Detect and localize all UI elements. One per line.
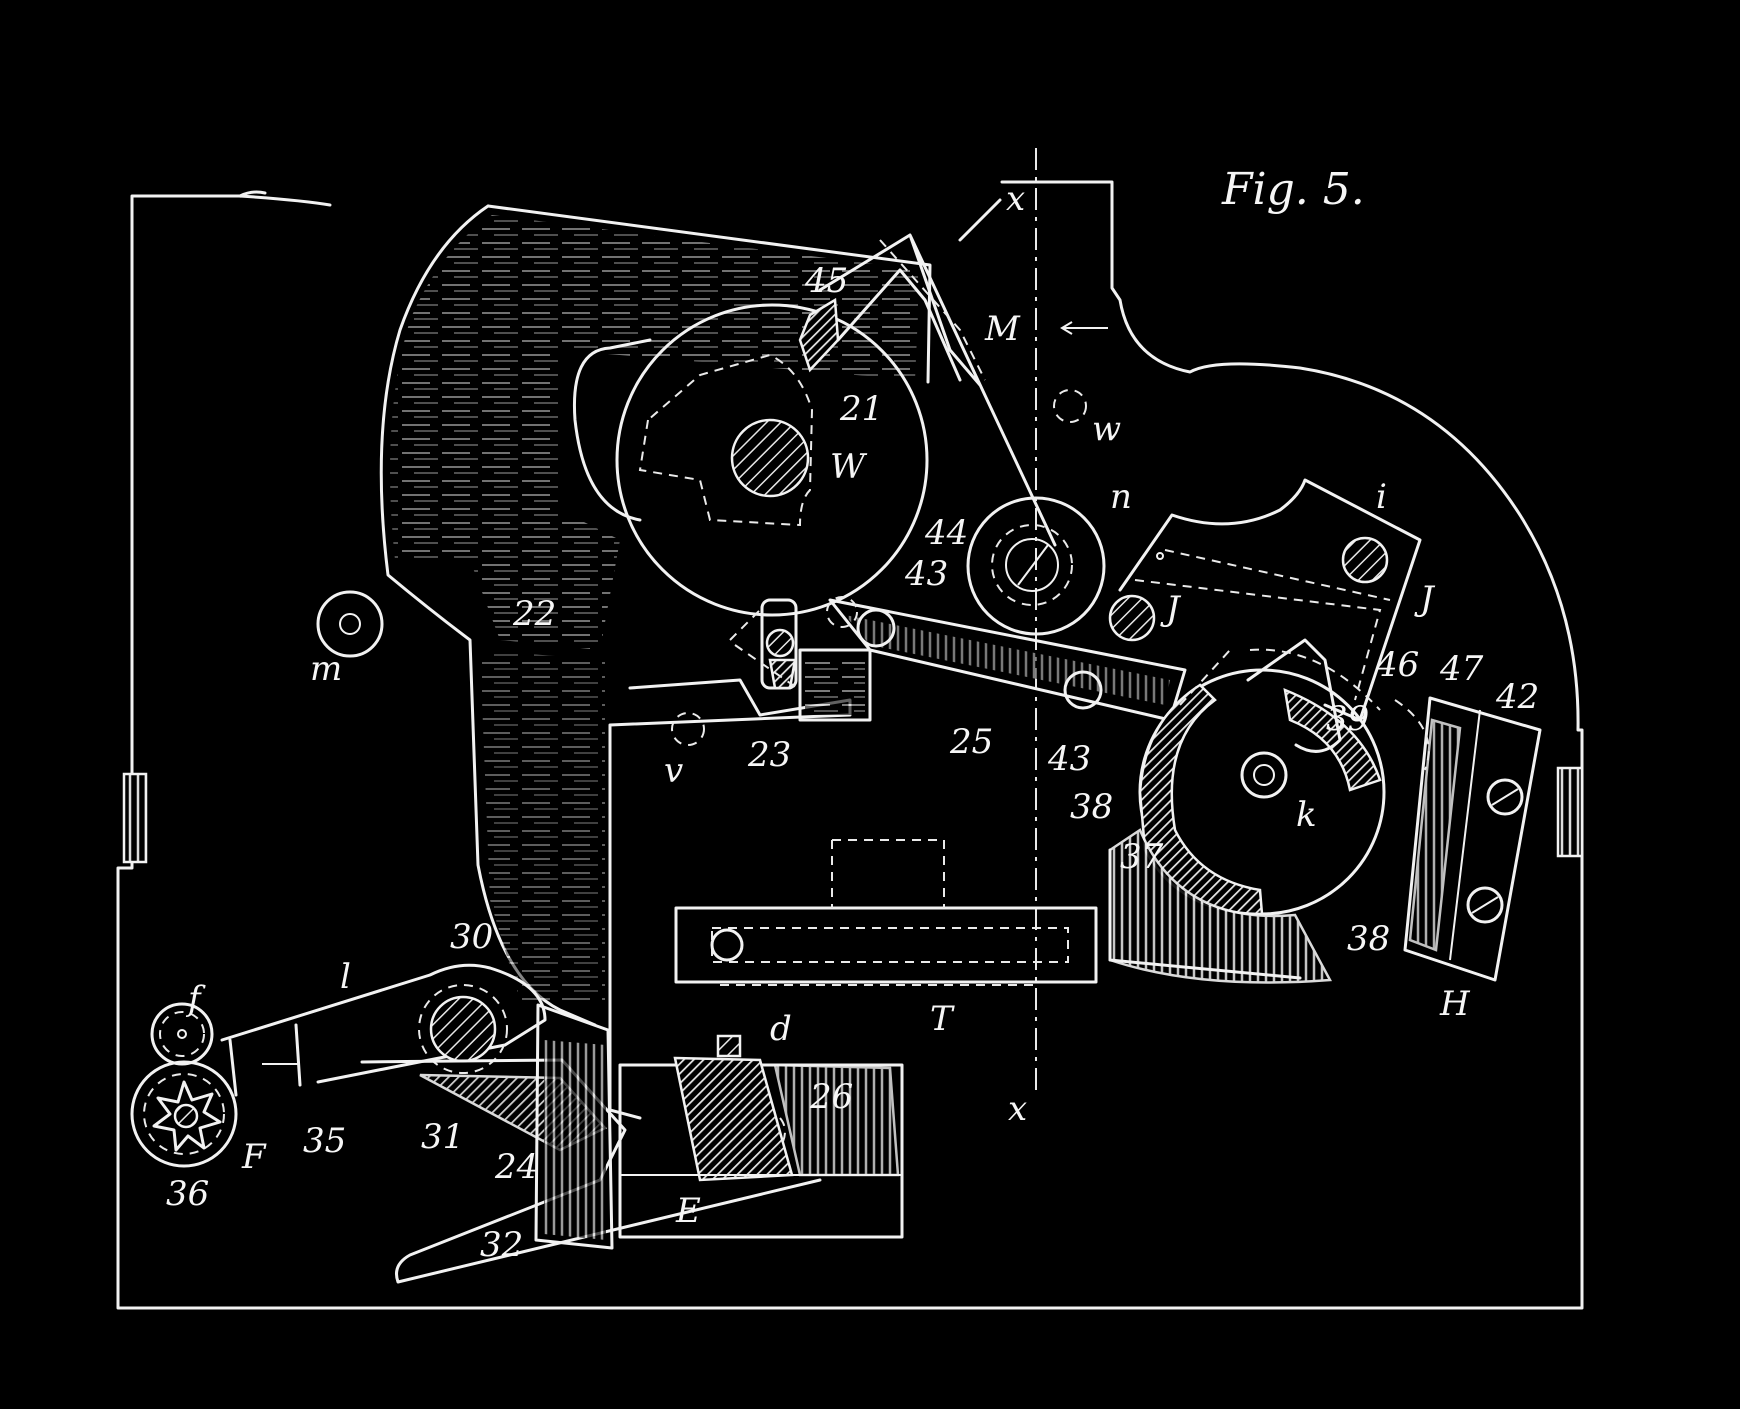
part-23: [729, 598, 872, 722]
label-42: 42: [1495, 677, 1539, 717]
label-v: v: [664, 751, 683, 791]
label-30: 30: [450, 917, 493, 957]
wheel-W: [572, 297, 929, 617]
lever-M: [818, 198, 1106, 636]
label-J-1: J: [1160, 589, 1182, 629]
label-45: 45: [804, 261, 848, 301]
pin-43-upper: [856, 608, 896, 648]
direction-arrow: [1060, 321, 1108, 335]
label-w: w: [1092, 409, 1121, 449]
label-46: 46: [1375, 645, 1419, 685]
label-23: 23: [747, 735, 791, 775]
right-frame-block: [1556, 766, 1584, 858]
pin-f: [150, 1002, 214, 1066]
pin-v: [671, 712, 705, 746]
labels: Fig. 5. x x M w n i J J 45 21 W 44 43 43…: [166, 164, 1539, 1265]
pawl-45: [798, 297, 840, 373]
pin-i: [1341, 536, 1389, 584]
arm-31: [360, 1003, 822, 1284]
pin-J: [1108, 594, 1156, 642]
label-d: d: [770, 1009, 792, 1049]
label-n: n: [1110, 477, 1132, 517]
label-38-right: 38: [1347, 919, 1390, 959]
label-39: 39: [1326, 699, 1369, 739]
label-43-upper: 43: [904, 554, 948, 594]
label-k: k: [1296, 795, 1317, 835]
slide-T: [674, 839, 1098, 986]
label-21: 21: [839, 389, 883, 429]
pin-w: [1053, 389, 1087, 423]
label-26: 26: [809, 1077, 853, 1117]
link-25: [826, 596, 1187, 722]
figure-title: Fig. 5.: [1221, 164, 1365, 215]
left-frame-block: [122, 772, 148, 864]
label-22: 22: [512, 594, 556, 634]
gear-F: [130, 1060, 238, 1168]
label-38-left: 38: [1070, 787, 1113, 827]
label-F: F: [241, 1137, 267, 1177]
main-plate-22: [379, 204, 932, 1120]
label-T: T: [930, 999, 955, 1039]
label-36: 36: [166, 1174, 209, 1214]
label-31: 31: [421, 1117, 464, 1157]
bracket-H: [1394, 696, 1542, 982]
lever-l: [220, 963, 547, 1097]
block-E: [618, 1034, 904, 1239]
label-W: W: [830, 447, 868, 487]
label-l: l: [340, 957, 351, 997]
label-32: 32: [480, 1225, 523, 1265]
label-24: 24: [494, 1147, 538, 1187]
label-J-2: J: [1414, 579, 1436, 619]
label-x-top: x: [1006, 179, 1025, 219]
pin-43-lower: [1063, 670, 1103, 710]
label-44: 44: [924, 513, 968, 553]
label-37: 37: [1120, 837, 1164, 877]
pin-m: [316, 590, 384, 658]
label-47: 47: [1439, 649, 1484, 689]
label-35: 35: [303, 1121, 346, 1161]
pivot-30: [429, 995, 497, 1063]
outer-frame: [116, 180, 1584, 1310]
label-E: E: [675, 1191, 701, 1231]
label-25: 25: [949, 722, 993, 762]
label-H: H: [1439, 984, 1471, 1024]
crank-disk-37: [1108, 638, 1386, 984]
label-x-bottom: x: [1008, 1089, 1027, 1129]
label-43-lower: 43: [1047, 739, 1091, 779]
crank-pin-k: [1240, 751, 1288, 799]
label-m: m: [310, 649, 342, 689]
label-i: i: [1376, 477, 1387, 517]
bracket-J: [1108, 478, 1422, 722]
shaft-W: [730, 418, 810, 498]
label-M: M: [984, 309, 1021, 349]
